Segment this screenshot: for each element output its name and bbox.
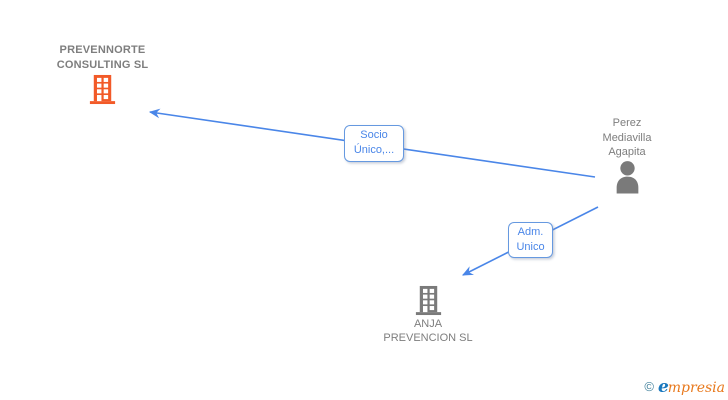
person-icon bbox=[616, 160, 638, 193]
edge-label-line: Adm. bbox=[517, 226, 544, 238]
node-label-line: PREVENNORTE bbox=[59, 44, 146, 56]
edge-label-line: Unico bbox=[516, 241, 545, 253]
building-icon bbox=[89, 74, 116, 105]
building-icon bbox=[415, 285, 441, 316]
node-label-line: Perez bbox=[612, 117, 642, 129]
brand-name-rest: mpresia bbox=[667, 380, 725, 396]
copyright-icon: © bbox=[644, 379, 654, 394]
node-label-line: PREVENCION SL bbox=[383, 332, 473, 344]
empresia-logo[interactable]: ©empresia bbox=[644, 377, 725, 397]
node-prevennorte-consulting[interactable]: PREVENNORTE CONSULTING SL bbox=[20, 43, 185, 106]
brand-letter-e: e bbox=[657, 377, 669, 397]
node-perez-mediavilla[interactable]: Perez Mediavilla Agapita bbox=[557, 116, 697, 194]
node-label: PREVENNORTE CONSULTING SL bbox=[20, 43, 185, 73]
node-label: Perez Mediavilla Agapita bbox=[557, 116, 697, 160]
node-label-line: Agapita bbox=[608, 146, 646, 158]
edge-label-line: Socio bbox=[360, 129, 388, 141]
node-label-line: Mediavilla bbox=[602, 131, 652, 144]
node-label: ANJA PREVENCION SL bbox=[358, 317, 498, 345]
node-label-line: ANJA bbox=[413, 318, 443, 330]
node-anja-prevencion[interactable]: ANJA PREVENCION SL bbox=[358, 284, 498, 345]
edge-label-line: Único,... bbox=[353, 144, 395, 156]
edge-label-socio-unico[interactable]: Socio Único,... bbox=[344, 125, 404, 162]
edge-label-adm-unico[interactable]: Adm. Unico bbox=[508, 222, 553, 258]
node-label-line: CONSULTING SL bbox=[56, 59, 149, 71]
